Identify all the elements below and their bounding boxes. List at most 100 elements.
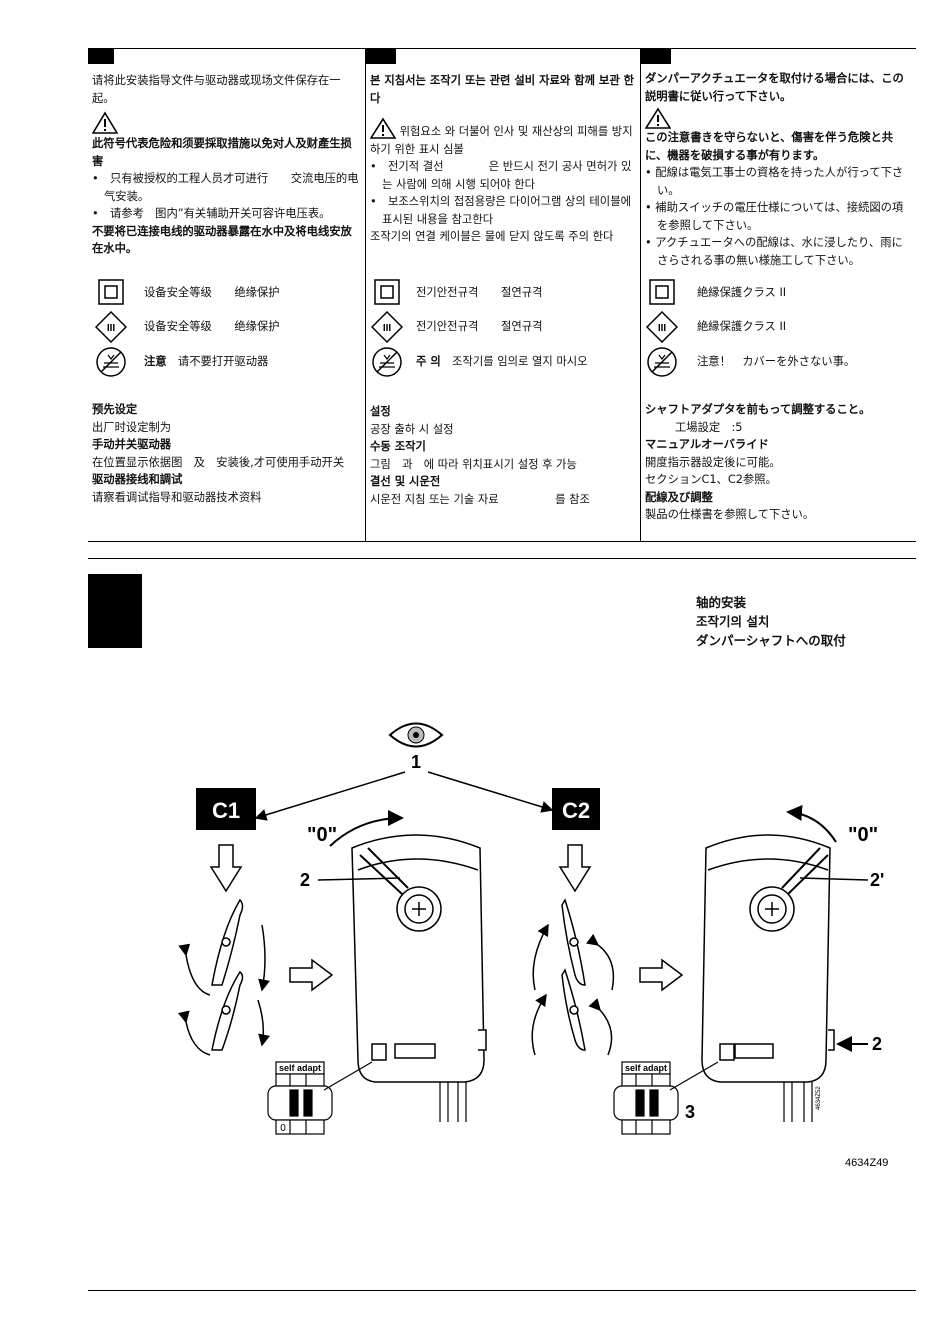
caution-label: 주 의: [416, 355, 441, 368]
symbol-caption: 조작기를 임의로 열지 마시오: [452, 355, 588, 368]
protection-class-row: III 전기안전규격 절연규격: [370, 311, 650, 343]
caption-japanese: ダンパーシャフトへの取付: [696, 633, 846, 648]
class-ii-square-icon: [374, 279, 400, 305]
column-divider-2: [640, 48, 641, 542]
bullet-item: • 보조스위치의 접점용량은 다이어그램 상의 테이블에 표시된 내용을 참고한…: [370, 195, 631, 226]
class-iii-diamond-icon: III: [646, 311, 678, 343]
svg-text:III: III: [107, 323, 116, 334]
section-heading: 결선 및 시운전: [370, 475, 441, 488]
symbol-caption: 设备安全等级 绝缘保护: [144, 320, 280, 333]
top-rule: [88, 48, 916, 49]
class-iii-diamond-icon: III: [371, 311, 403, 343]
right-arrow-icon: [289, 958, 334, 992]
installation-diagram: 1 C1 C2: [177, 722, 888, 1169]
protection-class-row: 전기안전규격 절연규격: [370, 277, 650, 307]
section-heading: 预先设定: [92, 403, 138, 416]
section-text: 在位置显示依据图 及 安装後,才可使用手动开关: [92, 455, 345, 469]
warning-text: 此符号代表危险和须要採取措施以免对人及财產生损害: [92, 137, 352, 168]
section-text: 공장 출하 시 설정: [370, 422, 454, 436]
bullet-item: • 只有被授权的工程人员才可进行 交流电压的电气安装。: [92, 172, 359, 203]
section-heading: シャフトアダプタを前もって調整すること。: [645, 403, 871, 416]
self-adapt-label: self adapt: [279, 1063, 321, 1073]
pointer-line: [317, 877, 401, 881]
settings-section: 预先设定 出厂时设定制为 手动并关驱动器 在位置显示依据图 及 安装後,才可使用…: [92, 401, 360, 506]
no-open-icon: [647, 347, 677, 377]
section-text: 请察看调试指导和驱动器技术资料: [92, 490, 262, 504]
section-text: 製品の仕様書を参照して下さい。: [645, 508, 815, 521]
eye-icon: [388, 722, 444, 748]
caption-chinese: 轴的安装: [696, 595, 747, 610]
water-note: 조작기의 연결 케이블은 물에 닫지 않도록 주의 한다: [370, 230, 614, 243]
class-iii-diamond-icon: III: [95, 311, 127, 343]
zero-label-left: "0": [307, 824, 337, 846]
footer-rule: [88, 1290, 916, 1291]
c1-label: C1: [212, 798, 240, 823]
do-not-open-row: 주 의 조작기를 임의로 열지 마시오: [370, 346, 650, 377]
pointer-line: [799, 877, 869, 881]
section-text: 工場設定 :5: [675, 420, 743, 434]
section-text: 시운전 지침 또는 기술 자료 를 참조: [370, 492, 590, 506]
protection-class-row: 设备安全等级 绝缘保护: [92, 277, 372, 307]
damper-blade-right: [531, 898, 615, 1056]
zero-label-right: "0": [848, 824, 878, 846]
settings-section: シャフトアダプタを前もって調整すること。 工場設定 :5 マニュアルオーバライド…: [645, 401, 913, 524]
column-japanese: ダンパーアクチュエータを取付ける場合には、この説明書に従い行って下さい。 この注…: [641, 48, 913, 541]
no-open-icon: [96, 347, 126, 377]
section-heading: 配線及び調整: [645, 490, 713, 504]
section-marker-block: [88, 574, 142, 648]
warning-text: 위험요소 와 더불어 인사 및 재산상의 피해를 방지 하기 위한 표시 심볼: [369, 117, 636, 158]
callout-2-prime: 2': [870, 870, 884, 890]
self-adapt-switch-right: [613, 1061, 719, 1135]
class-ii-square-icon: [98, 279, 124, 305]
bullet-item: • 配線は電気工事士の資格を持った人が行って下さい。: [645, 166, 904, 197]
caption-korean: 조작기의 설치: [696, 614, 770, 629]
section-heading: 驱动器接线和調试: [92, 473, 183, 486]
language-tab-chinese: [88, 48, 114, 64]
section-text: セクションC1、C2参照。: [645, 473, 777, 486]
self-adapt-switch-left: [267, 1061, 373, 1135]
symbol-caption: 絶縁保護クラス II: [697, 320, 787, 333]
symbol-caption: 注意！ カバーを外さない事。: [697, 355, 856, 368]
settings-section: 설정 공장 출하 시 설정 수동 조작기 그림 과 에 따라 위치표시기 설정 …: [370, 403, 636, 508]
down-arrow-icon: [209, 844, 243, 893]
rotate-arrow: [329, 810, 404, 847]
section-caption: 轴的安装 조작기의 설치 ダンパーシャフトへの取付: [696, 593, 846, 650]
callout-1: 1: [411, 752, 421, 772]
protection-class-row: 絶縁保護クラス II: [645, 277, 925, 307]
actuator-left: [351, 834, 487, 1122]
pointer-line: [254, 771, 406, 821]
symbol-caption: 전기안전규격 절연규격: [416, 320, 543, 333]
intro-text: 请将此安装指导文件与驱动器或现场文件保存在一起。: [92, 74, 341, 105]
column-chinese: 请将此安装指导文件与驱动器或现场文件保存在一起。 此符号代表危险和须要採取措施以…: [88, 48, 360, 541]
pointer-line: [427, 771, 554, 813]
section-text: 開度指示器設定後に可能。: [645, 455, 781, 469]
warning-triangle-icon: [92, 111, 118, 134]
block-bottom-rule: [88, 541, 916, 542]
section-text: 出厂时设定制为: [92, 420, 172, 434]
language-tab-japanese: [641, 48, 671, 64]
bullet-item: • アクチュエータへの配線は、水に浸したり、雨にさらされる事の無い様施工して下さ…: [645, 236, 903, 267]
column-divider-1: [365, 48, 366, 542]
down-arrow-icon: [558, 844, 592, 893]
side-drawing-number: 4634Z52: [816, 1086, 822, 1110]
actuator-right: [701, 834, 835, 1122]
c1-badge: [196, 788, 256, 830]
language-tab-korean: [366, 48, 396, 64]
water-note: 不要将已连接电线的驱动器暴露在水中及将电线安放在水中。: [92, 224, 352, 256]
no-open-icon: [372, 347, 402, 377]
callout-2: 2: [300, 870, 310, 890]
warning-text: この注意書きを守らないと、傷害を伴う危険と共に、機器を破損する事が有ります。: [645, 131, 894, 162]
switch-zero-label: 0: [280, 1123, 286, 1134]
rotate-arrow: [786, 804, 837, 843]
c2-label: C2: [562, 798, 590, 823]
bullet-item: • 전기적 결선 은 반드시 전기 공사 면허가 있는 사람에 의해 시행 되어…: [370, 160, 632, 191]
do-not-open-row: 注意 请不要打开驱动器: [92, 346, 372, 377]
drawing-number: 4634Z49: [845, 1157, 888, 1169]
protection-class-row: III 设备安全等级 绝缘保护: [92, 311, 372, 343]
section-heading: 手动并关驱动器: [92, 438, 172, 451]
intro-text: ダンパーアクチュエータを取付ける場合には、この説明書に従い行って下さい。: [645, 72, 904, 103]
symbol-caption: 请不要打开驱动器: [177, 355, 269, 368]
c2-badge: [552, 788, 600, 830]
do-not-open-row: 注意！ カバーを外さない事。: [645, 346, 925, 377]
section-heading: マニュアルオーバライド: [645, 438, 769, 451]
